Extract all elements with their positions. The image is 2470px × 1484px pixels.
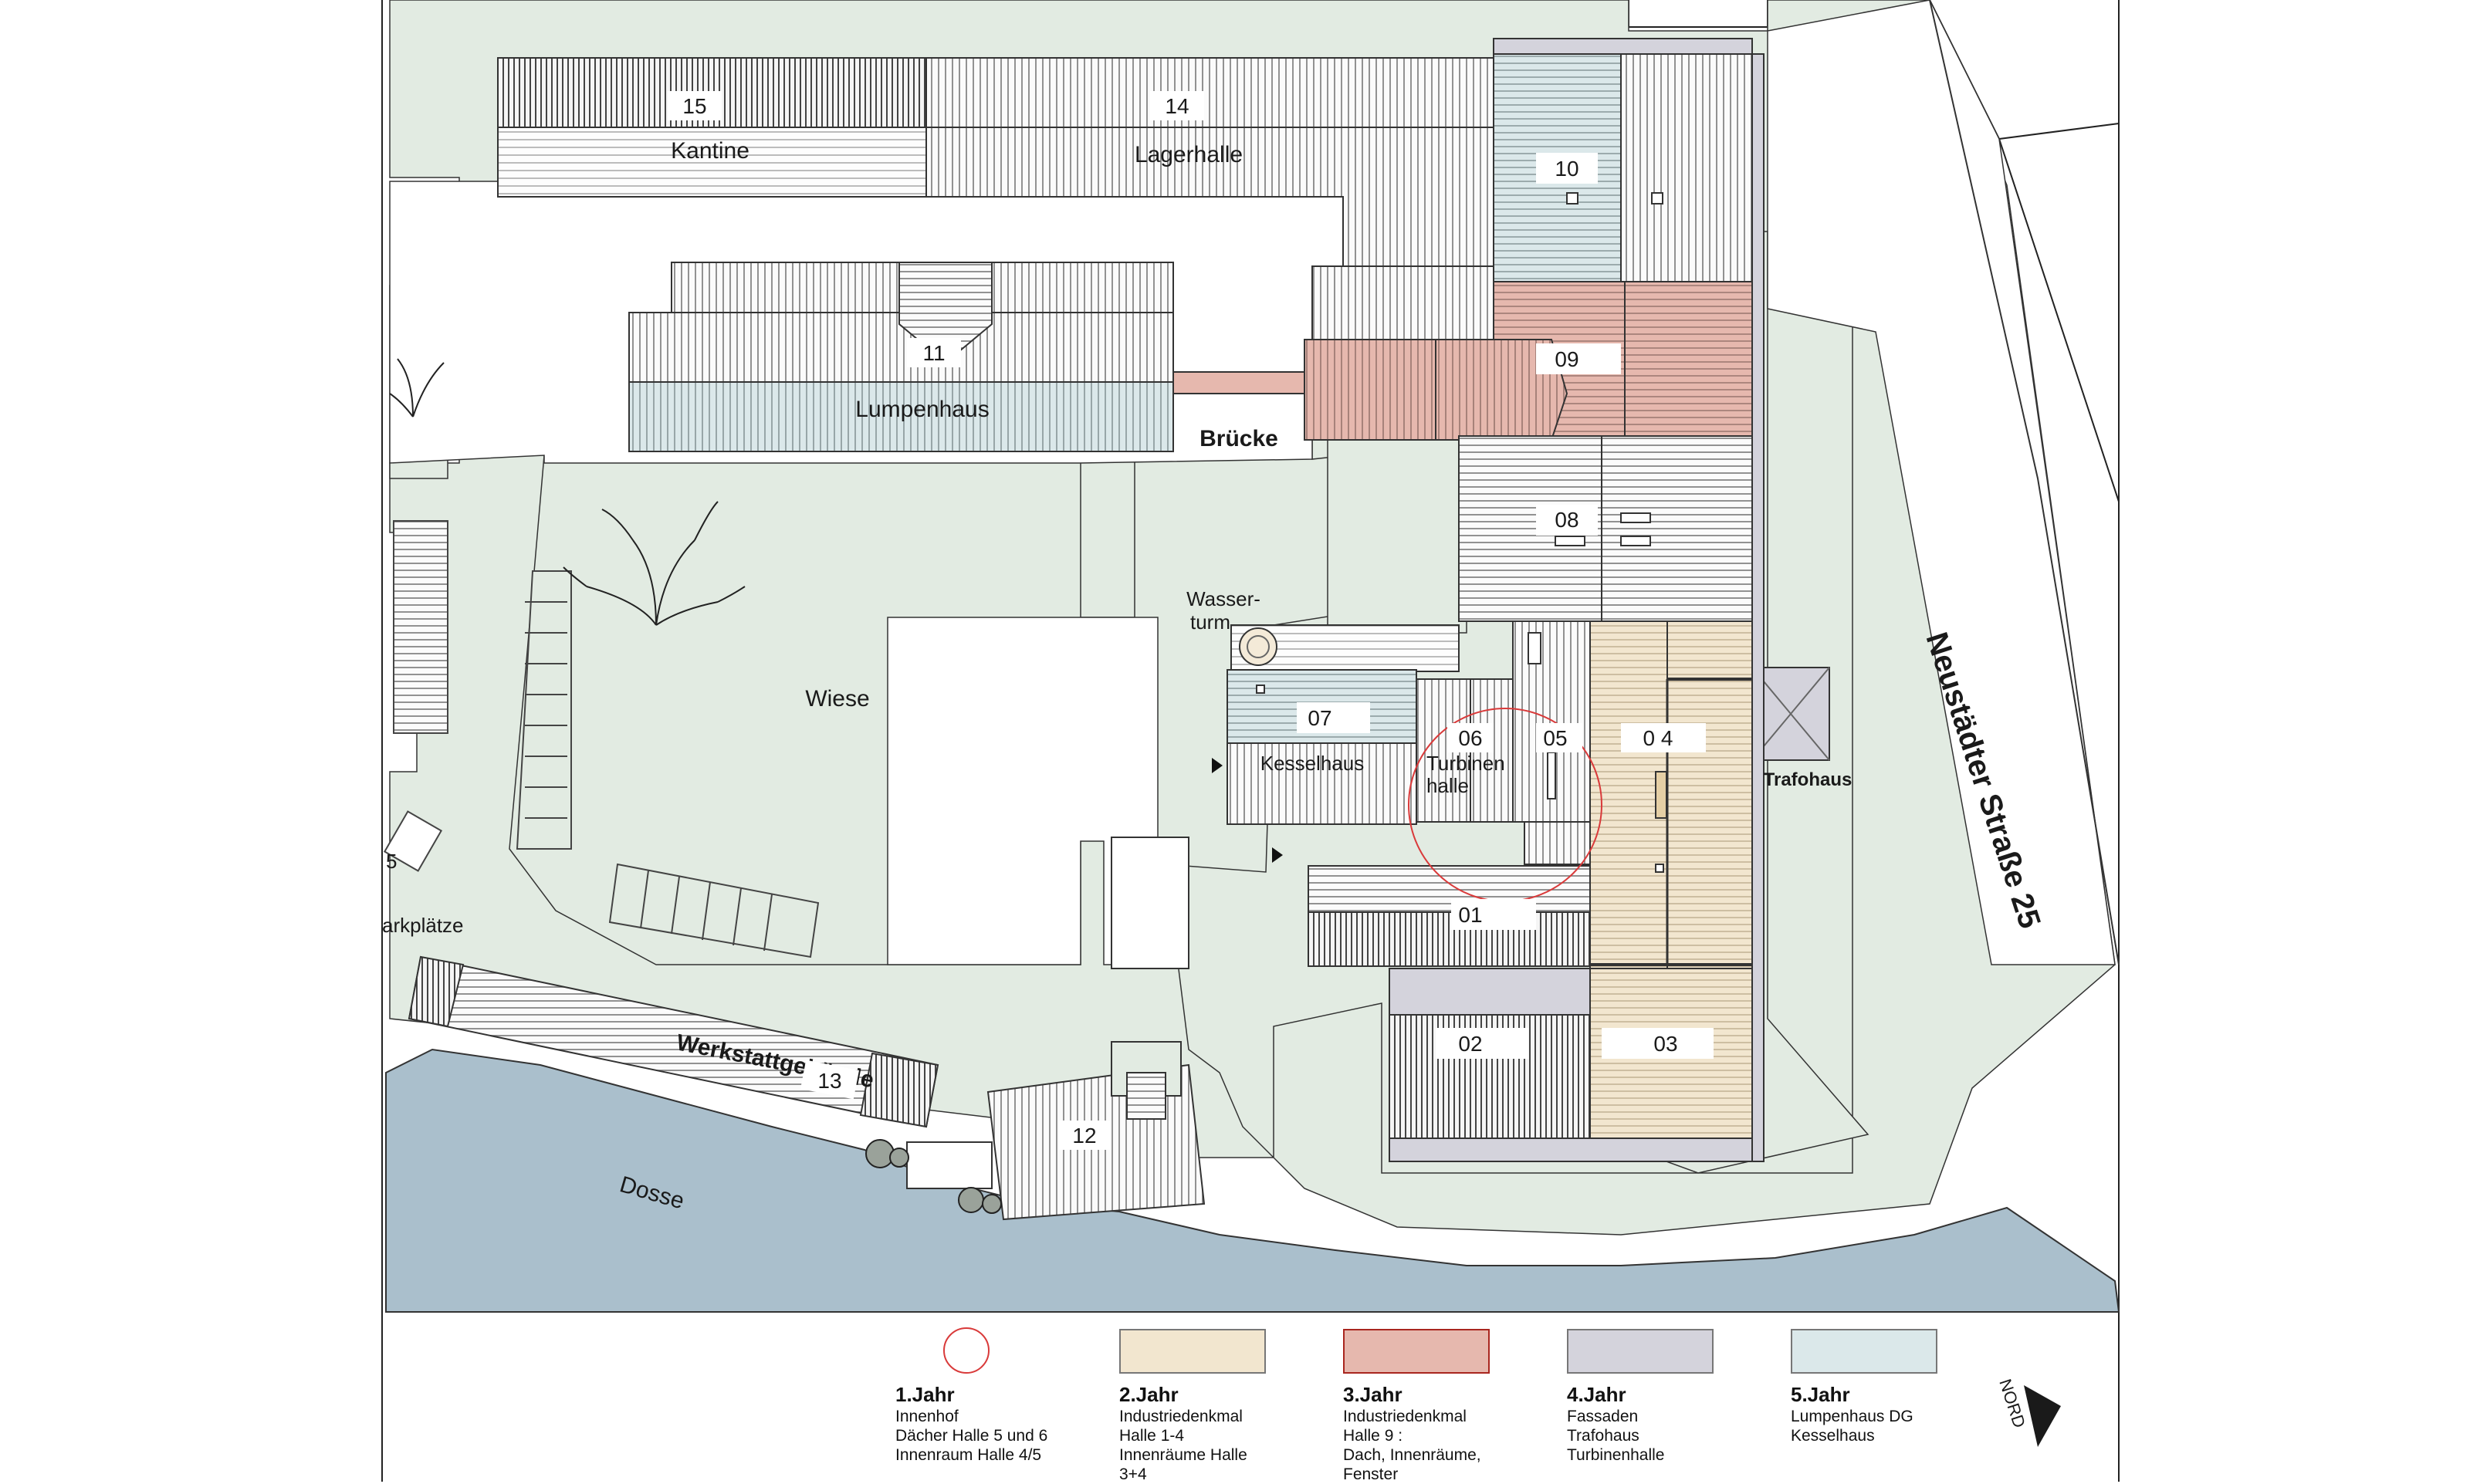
shed: [1111, 837, 1189, 969]
east-wall: [1751, 53, 1765, 1162]
legend-line: Halle 9 :: [1343, 1427, 1403, 1445]
legend-swatch-year5: [1791, 1329, 1937, 1374]
legend-item-year4: 4.Jahr Fassaden Trafohaus Turbinenhalle: [1567, 1329, 1721, 1465]
legend-line: Halle 1-4: [1119, 1427, 1185, 1445]
label-15: 15: [682, 94, 706, 118]
legend-title: 5.Jahr: [1791, 1383, 1850, 1406]
label-02: 02: [1458, 1032, 1482, 1056]
label-05: 05: [1543, 726, 1567, 750]
legend-line: Turbinenhalle: [1567, 1446, 1665, 1464]
legend-line: Dächer Halle 5 und 6: [895, 1427, 1048, 1445]
label-11: 11: [922, 341, 945, 365]
legend-title: 3.Jahr: [1343, 1383, 1402, 1406]
building-07-kesselhaus: [1227, 669, 1417, 825]
legend-swatch-year1: [943, 1327, 990, 1374]
bridge: [1172, 371, 1305, 394]
label-03: 03: [1653, 1032, 1677, 1056]
building-05: [1512, 620, 1591, 865]
legend-line: Kesselhaus: [1791, 1427, 1875, 1445]
legend-swatch-year3: [1343, 1329, 1490, 1374]
label-turbinen: Turbinen: [1426, 752, 1505, 775]
label-north: NORD: [1995, 1377, 2029, 1430]
legend-line: Dach, Innenräume, Fenster: [1343, 1446, 1481, 1483]
legend-item-year2: 2.Jahr Industriedenkmal Halle 1-4 Innenr…: [1119, 1329, 1274, 1484]
legend-item-year5: 5.Jahr Lumpenhaus DG Kesselhaus: [1791, 1329, 1945, 1445]
label-trafohaus: Trafohaus: [1764, 769, 1852, 790]
label-09: 09: [1555, 347, 1578, 371]
building-11-lumpenhaus: [628, 262, 1174, 452]
label-13: 13: [817, 1069, 841, 1093]
legend-swatch-year2: [1119, 1329, 1266, 1374]
legend-swatch-year4: [1567, 1329, 1714, 1374]
legend-line: Innenräume Halle 3+4: [1119, 1446, 1247, 1483]
building-15-kantine: [497, 57, 927, 198]
label-kantine: Kantine: [671, 138, 749, 164]
label-04: 0 4: [1643, 726, 1673, 750]
legend-line: Fassaden: [1567, 1408, 1639, 1425]
building-02: [1389, 968, 1753, 1162]
label-wiese: Wiese: [805, 686, 869, 712]
label-halle: halle: [1426, 774, 1469, 797]
legend-item-year3: 3.Jahr Industriedenkmal Halle 9 : Dach, …: [1343, 1329, 1497, 1484]
parking-stalls: [383, 520, 820, 958]
water-tower: [1230, 624, 1460, 672]
legend-line: Innenhof: [895, 1408, 959, 1425]
entry-arrow-icon: [1212, 758, 1223, 773]
trafohaus: [1751, 667, 1830, 761]
legend-line: Industriedenkmal: [1343, 1408, 1467, 1425]
building-01: [1308, 865, 1591, 967]
building-10: [1493, 38, 1753, 282]
label-parking-prefix: 5: [386, 850, 397, 873]
river-dosse: [385, 1048, 2120, 1313]
legend-line: Lumpenhaus DG: [1791, 1408, 1913, 1425]
tree-icons: [389, 358, 1002, 1214]
label-06: 06: [1458, 726, 1482, 750]
label-07: 07: [1308, 706, 1331, 730]
legend-line: Innenraum Halle 4/5: [895, 1446, 1042, 1464]
label-08: 08: [1555, 508, 1578, 532]
legend-title: 4.Jahr: [1567, 1383, 1626, 1406]
legend-line: Industriedenkmal: [1119, 1408, 1243, 1425]
north-arrow-icon: NORD: [1995, 1377, 2061, 1447]
label-14: 14: [1165, 94, 1189, 118]
legend-item-year1: 1.Jahr Innenhof Dächer Halle 5 und 6 Inn…: [895, 1327, 1050, 1465]
legend-title: 1.Jahr: [895, 1383, 955, 1406]
label-wasserturm-1: Wasser-: [1186, 587, 1260, 610]
label-bruecke: Brücke: [1199, 426, 1278, 451]
label-lumpenhaus: Lumpenhaus: [855, 397, 989, 422]
label-01: 01: [1458, 903, 1482, 927]
label-parkplaetze: arkplätze: [382, 914, 464, 937]
label-lagerhalle: Lagerhalle: [1135, 142, 1243, 167]
legend-line: Trafohaus: [1567, 1427, 1639, 1445]
label-wasserturm-2: turm: [1190, 610, 1230, 634]
building-08: [1458, 435, 1753, 622]
street-edge: [1929, 0, 2120, 965]
label-kesselhaus: Kesselhaus: [1260, 752, 1364, 775]
entry-arrow-icon: [1272, 847, 1283, 863]
building-14-lagerhalle: [925, 57, 1498, 344]
label-12: 12: [1072, 1124, 1096, 1148]
legend-title: 2.Jahr: [1119, 1383, 1179, 1406]
label-10: 10: [1555, 157, 1578, 181]
